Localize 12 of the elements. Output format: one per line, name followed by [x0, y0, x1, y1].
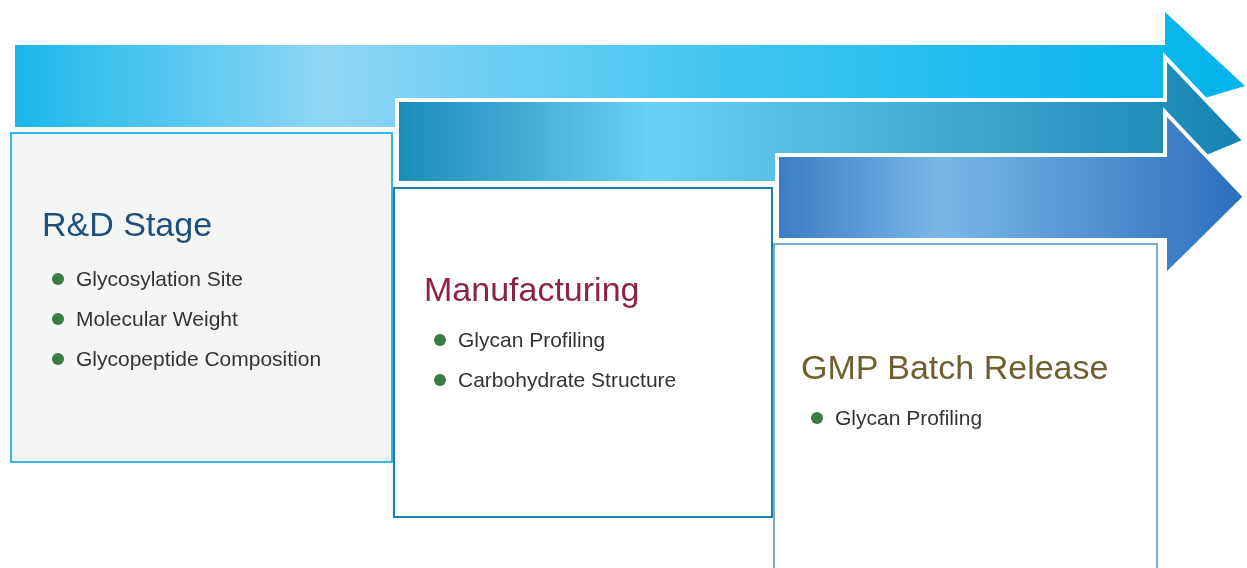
stage-title: R&D Stage — [42, 204, 214, 244]
stage-title: Manufacturing — [424, 269, 641, 309]
stage-box — [10, 132, 393, 463]
bullet-item: Glycopeptide Composition — [76, 346, 322, 372]
bullet-item: Glycan Profiling — [835, 405, 983, 431]
bullet-item: Glycan Profiling — [458, 327, 606, 353]
bullet-item: Molecular Weight — [76, 306, 238, 332]
stage-box — [773, 243, 1158, 568]
bullet-item: Carbohydrate Structure — [458, 367, 677, 393]
stage-title: GMP Batch Release — [801, 347, 1110, 387]
stage-box — [393, 187, 773, 518]
bullet-item: Glycosylation Site — [76, 266, 243, 292]
